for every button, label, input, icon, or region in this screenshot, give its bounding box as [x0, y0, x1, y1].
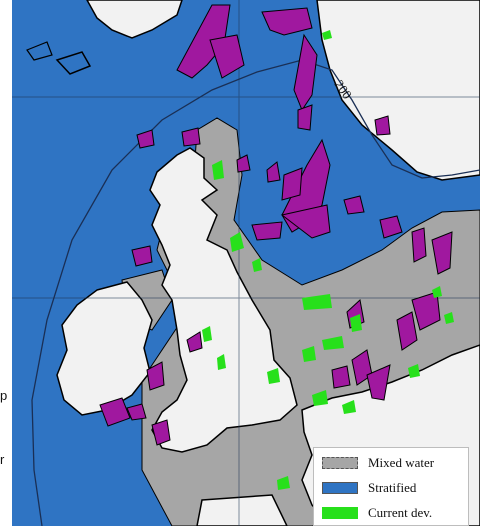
- island: [55, 51, 92, 75]
- legend-swatch: [322, 457, 358, 469]
- map-container: 200: [12, 0, 480, 526]
- map-legend: Mixed water Stratified Current dev.: [313, 447, 469, 526]
- bathymetry-contour-200: [31, 59, 480, 526]
- legend-item-stratified: Stratified: [322, 478, 416, 498]
- legend-swatch: [322, 507, 358, 519]
- current-dev-areas: [202, 30, 454, 490]
- legend-label: Stratified: [368, 480, 417, 495]
- legend-item-current-dev: Current dev.: [322, 503, 432, 523]
- legend-item-mixed-water: Mixed water: [322, 453, 434, 473]
- landmass-continent: [196, 494, 288, 526]
- cropped-text-fragment: r: [0, 452, 5, 467]
- landmass-north: [86, 0, 183, 39]
- legend-label: Current dev.: [368, 505, 433, 520]
- legend-swatch: [322, 482, 358, 494]
- magenta-areas: [99, 4, 453, 446]
- island: [26, 41, 53, 61]
- map-grid: [12, 0, 480, 526]
- landmass-scandinavia: [316, 0, 480, 181]
- map-figure: 200: [12, 0, 480, 526]
- legend-label: Mixed water: [368, 455, 435, 470]
- cropped-text-fragment: p: [0, 388, 8, 403]
